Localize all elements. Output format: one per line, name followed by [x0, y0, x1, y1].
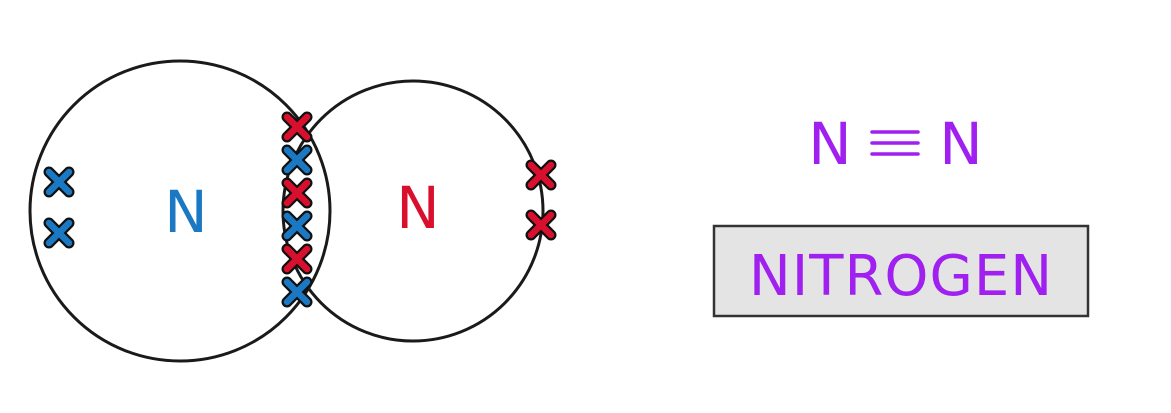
formula-right-symbol: N: [939, 110, 982, 178]
triple-bond-symbol: [870, 130, 920, 156]
shared-electron-right: [281, 177, 313, 209]
shared-electron-left: [281, 210, 313, 242]
right-lone-electron: [525, 159, 557, 191]
name-label: NITROGEN: [749, 244, 1053, 309]
name-box: [712, 224, 1090, 318]
shared-electron-left: [281, 144, 313, 176]
right-atom-shell: [281, 79, 545, 343]
shared-electron-right: [281, 111, 313, 143]
left-atom-symbol: N: [164, 178, 207, 246]
shared-electron-right: [281, 243, 313, 275]
electron-marks: [43, 111, 557, 308]
left-lone-electron: [43, 217, 75, 249]
right-atom-symbol: N: [396, 174, 439, 242]
formula-left-symbol: N: [808, 110, 851, 178]
left-atom-shell: [28, 59, 332, 363]
right-lone-electron: [525, 209, 557, 241]
left-lone-electron: [43, 166, 75, 198]
shared-electron-left: [281, 276, 313, 308]
